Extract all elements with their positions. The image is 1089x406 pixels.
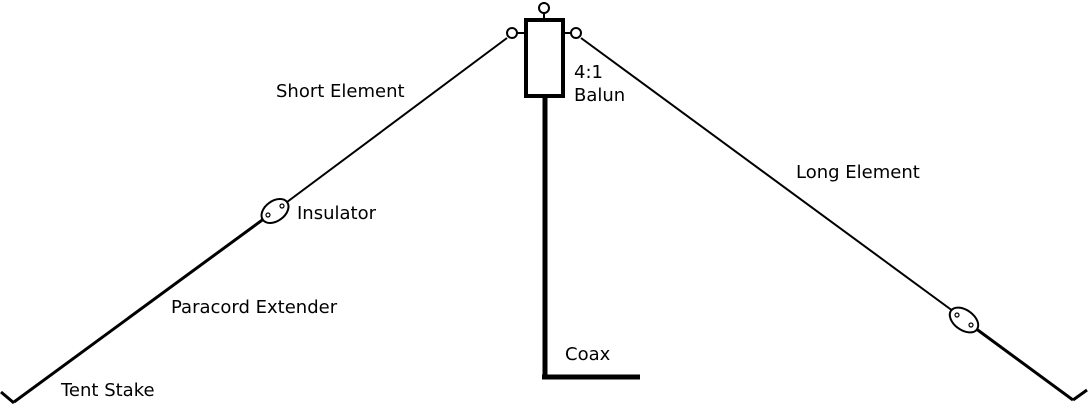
left-terminal (506, 27, 518, 39)
left-tent-stake (0, 390, 15, 405)
top-terminal (538, 2, 550, 14)
right-paracord-line (974, 326, 1074, 402)
right-terminal (570, 27, 582, 39)
coax-label: Coax (565, 344, 611, 365)
balun-label: Balun (574, 85, 625, 106)
right-tent-stake (1072, 388, 1088, 402)
long-element-wire (580, 37, 958, 315)
balun-box (524, 18, 565, 98)
paracord-extender-label: Paracord Extender (171, 297, 338, 318)
long-element-label: Long Element (796, 162, 920, 183)
tent-stake-label: Tent Stake (60, 380, 155, 401)
short-element-wire (282, 37, 508, 206)
insulator-label: Insulator (297, 203, 377, 224)
short-element-label: Short Element (276, 81, 405, 102)
right-insulator (948, 306, 980, 334)
balun-ratio-label: 4:1 (574, 62, 603, 83)
paracord-extender-line (13, 216, 266, 404)
left-insulator (260, 198, 290, 224)
